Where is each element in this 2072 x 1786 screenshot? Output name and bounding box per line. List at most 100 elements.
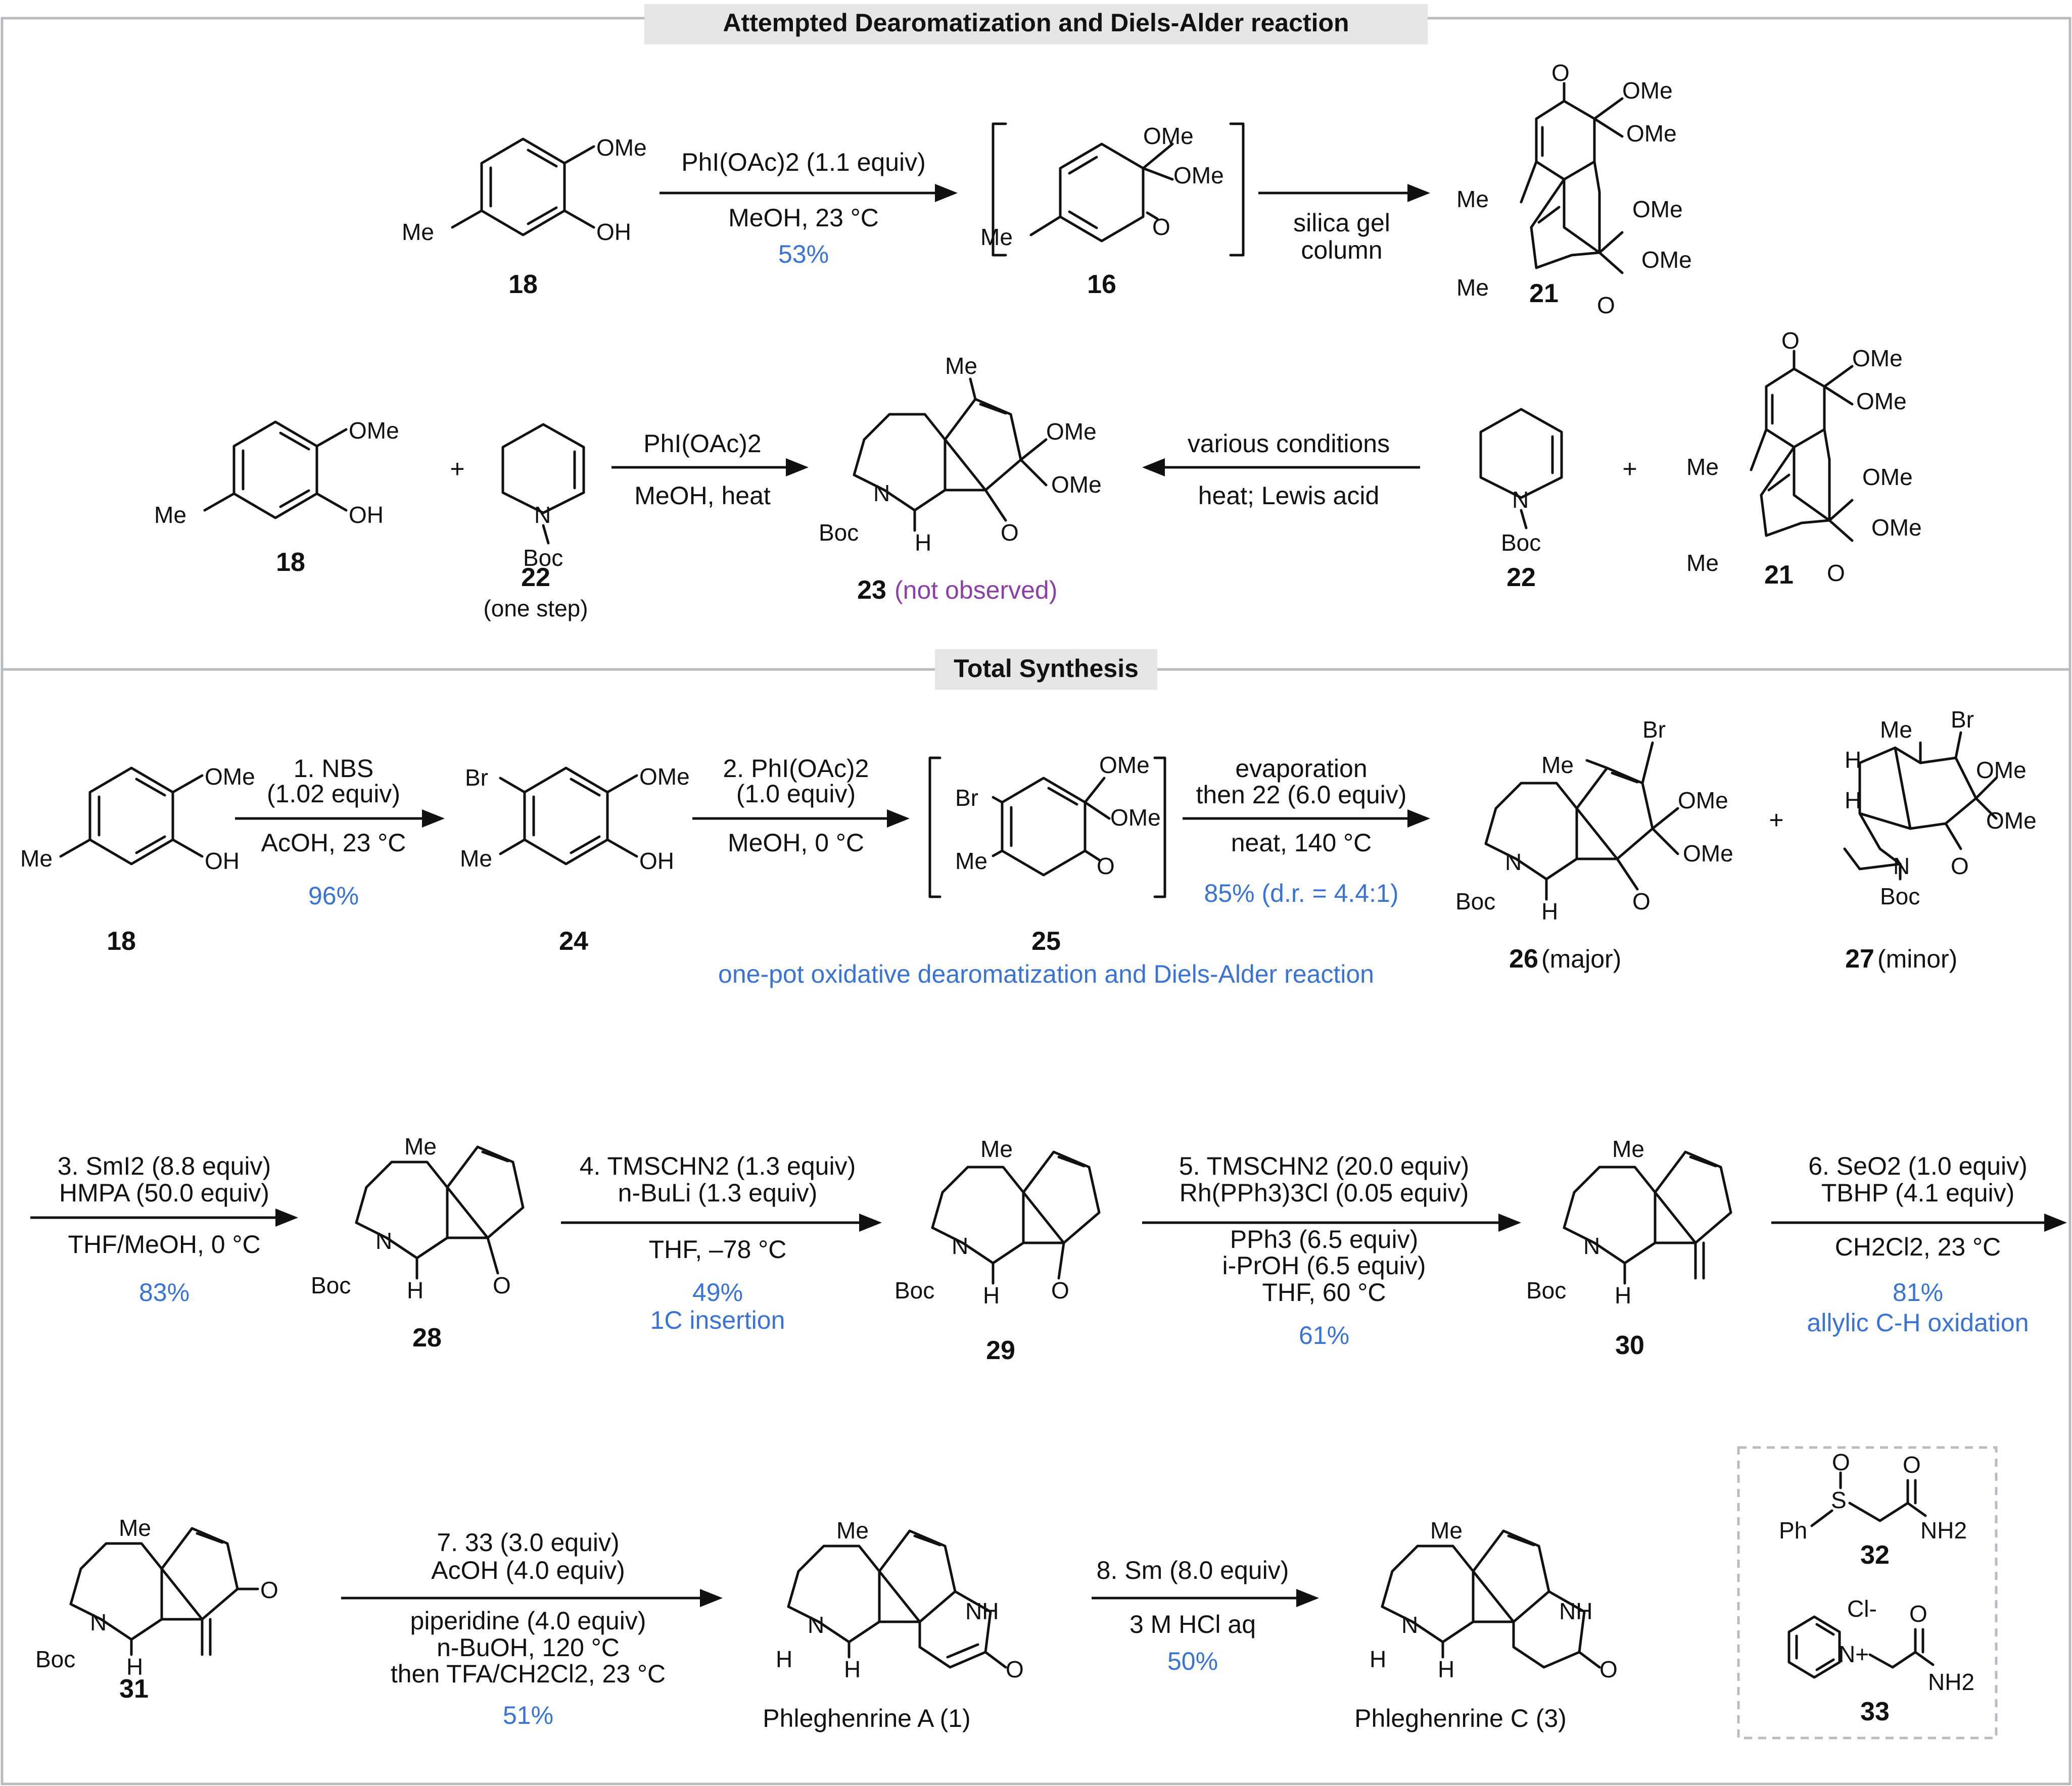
svg-text:O: O: [1632, 888, 1651, 914]
phleghenrine-a-label: Phleghenrine A (1): [763, 1704, 970, 1732]
svg-text:Br: Br: [1642, 716, 1666, 743]
svg-text:Boc: Boc: [1526, 1277, 1566, 1304]
svg-text:OMe: OMe: [1110, 804, 1161, 831]
cond-s3-yield: 83%: [139, 1278, 190, 1307]
svg-text:NH2: NH2: [1928, 1669, 1974, 1695]
svg-text:Cl-: Cl-: [1847, 1596, 1877, 1622]
compound-25: OMe OMe O Br Me: [955, 752, 1161, 879]
arrow-s2: [692, 809, 910, 828]
cond-s5-a: 5. TMSCHN2 (20.0 equiv): [1179, 1152, 1469, 1180]
svg-text:OMe: OMe: [1641, 247, 1692, 273]
label-22-a: 22: [521, 563, 550, 592]
label-21-a: 21: [1529, 279, 1559, 308]
svg-text:Me: Me: [1430, 1517, 1463, 1543]
svg-text:OMe: OMe: [1046, 418, 1097, 445]
svg-text:Me: Me: [1686, 454, 1719, 480]
svg-text:H: H: [407, 1277, 423, 1304]
svg-text:Boc: Boc: [1455, 888, 1495, 914]
reagent-box: [1737, 1446, 1998, 1740]
label-16: 16: [1087, 270, 1116, 299]
arrow-s1: [235, 809, 445, 828]
svg-text:OH: OH: [596, 219, 631, 245]
compound-18-row3: OMe OH Me: [20, 763, 255, 874]
cond-s7-d: n-BuOH, 120 °C: [437, 1633, 620, 1662]
bracket-16: [992, 122, 1245, 257]
plus-2: +: [1622, 455, 1637, 483]
svg-text:OMe: OMe: [1871, 514, 1922, 541]
cond-s4-note: 1C insertion: [650, 1306, 785, 1334]
plus-3: +: [1769, 806, 1783, 834]
arrow-s4: [561, 1214, 882, 1232]
cond-r4-bot: heat; Lewis acid: [1198, 481, 1380, 510]
svg-text:H: H: [1615, 1282, 1631, 1309]
bracket-25: [928, 756, 1166, 898]
svg-text:N: N: [952, 1233, 968, 1259]
svg-text:Boc: Boc: [894, 1277, 934, 1304]
svg-text:OMe: OMe: [1143, 123, 1194, 149]
compound-16: OMe OMe O Me: [980, 123, 1224, 250]
svg-text:OH: OH: [205, 848, 240, 874]
svg-text:O: O: [1781, 327, 1800, 354]
svg-text:NH: NH: [965, 1598, 999, 1624]
cond-s5-c: PPh3 (6.5 equiv): [1230, 1225, 1418, 1253]
cond-s6-yield: 81%: [1893, 1278, 1943, 1307]
svg-text:H: H: [844, 1656, 861, 1682]
svg-text:OMe: OMe: [1632, 196, 1683, 222]
svg-text:N: N: [808, 1612, 824, 1638]
label-25: 25: [1031, 927, 1061, 956]
svg-text:OMe: OMe: [1986, 807, 2037, 834]
label-30: 30: [1615, 1331, 1644, 1360]
svg-text:OMe: OMe: [1622, 77, 1673, 104]
svg-text:Ph: Ph: [1779, 1517, 1807, 1543]
svg-text:H: H: [1370, 1646, 1386, 1672]
svg-text:OMe: OMe: [1976, 757, 2027, 783]
label-31: 31: [119, 1674, 149, 1704]
cond-s3-a: 3. SmI2 (8.8 equiv): [58, 1152, 271, 1180]
cond-r2-top: silica gel: [1293, 209, 1390, 237]
svg-text:OMe: OMe: [1856, 388, 1907, 414]
svg-text:Br: Br: [465, 764, 488, 791]
svg-text:OMe: OMe: [349, 417, 399, 444]
cond-s3-b: HMPA (50.0 equiv): [59, 1179, 269, 1207]
svg-text:OMe: OMe: [1173, 162, 1224, 188]
svg-text:Me: Me: [980, 224, 1013, 250]
svg-text:Me: Me: [460, 845, 492, 872]
svg-text:O: O: [1827, 560, 1845, 586]
svg-text:Me: Me: [980, 1136, 1013, 1162]
compound-30: Me N Boc H: [1526, 1136, 1731, 1309]
svg-text:N: N: [1893, 853, 1910, 879]
label-33: 33: [1860, 1697, 1890, 1726]
compound-22-b: N Boc: [1481, 409, 1562, 556]
onepot-note: one-pot oxidative dearomatization and Di…: [718, 960, 1374, 988]
cond-s2b-yield: 85% (d.r. = 4.4:1): [1204, 879, 1399, 907]
compound-31: Me O N Boc H: [35, 1515, 278, 1680]
svg-text:Me: Me: [945, 353, 977, 379]
svg-text:OMe: OMe: [639, 763, 690, 790]
svg-text:H: H: [983, 1282, 1000, 1309]
svg-text:N+: N+: [1839, 1641, 1869, 1667]
svg-text:O: O: [1097, 853, 1115, 879]
arrow-s7: [341, 1589, 723, 1607]
svg-text:O: O: [1832, 1449, 1850, 1475]
svg-text:H: H: [126, 1654, 143, 1680]
arrow-r2: [1258, 184, 1430, 202]
compound-22-a: N Boc: [503, 424, 584, 571]
cond-r1-mid: MeOH, 23 °C: [728, 204, 879, 232]
svg-text:O: O: [1001, 519, 1019, 546]
cond-s7-a: 7. 33 (3.0 equiv): [437, 1528, 619, 1557]
arrow-r3: [611, 458, 809, 476]
arrow-s3: [30, 1209, 298, 1227]
svg-text:O: O: [1551, 60, 1570, 86]
label-21-b: 21: [1764, 560, 1794, 590]
svg-text:N: N: [534, 502, 551, 528]
svg-text:O: O: [1951, 853, 1969, 879]
svg-text:O: O: [1599, 1656, 1618, 1682]
svg-text:Boc: Boc: [1880, 883, 1920, 909]
svg-text:H: H: [776, 1646, 792, 1672]
cond-s6-c: CH2Cl2, 23 °C: [1835, 1233, 2001, 1261]
major-note: (major): [1541, 945, 1621, 973]
cond-s6-note: allylic C-H oxidation: [1807, 1309, 2029, 1337]
label-29: 29: [986, 1336, 1015, 1365]
svg-text:OMe: OMe: [596, 134, 647, 161]
